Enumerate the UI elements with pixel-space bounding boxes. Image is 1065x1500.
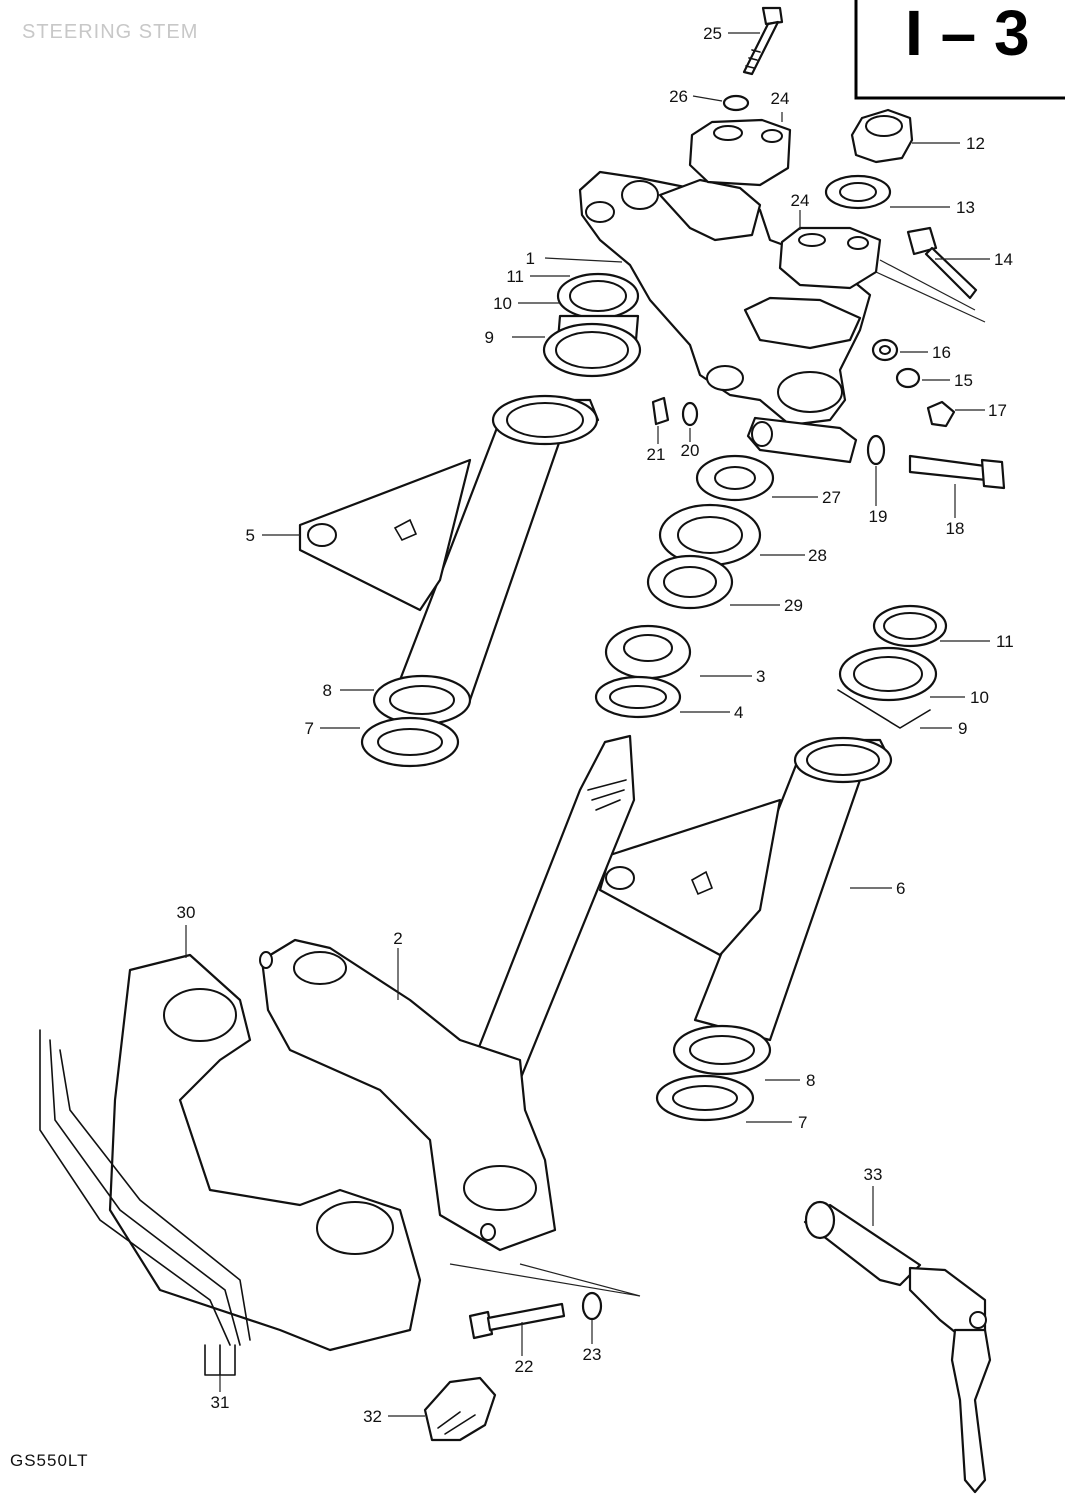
callout-24-upper: 24: [771, 89, 790, 108]
fork-seal-set-right: [837, 604, 948, 729]
fork-cover-right: [598, 736, 893, 1042]
callout-3: 3: [756, 667, 765, 686]
callout-12: 12: [966, 134, 985, 153]
holder-washer: [722, 94, 750, 112]
clamp-sleeve: [746, 416, 858, 464]
callout-22: 22: [515, 1357, 534, 1376]
callouts: 1 2 3 4 5 6 7 7 8 8 9 9 10 10 11 11 12 1…: [177, 24, 1014, 1426]
fork-cover-seal-right: [672, 1024, 772, 1076]
fork-cover-washer-left: [360, 716, 460, 768]
callout-4: 4: [734, 703, 743, 722]
upper-bracket-bolt: [875, 226, 986, 323]
callout-33: 33: [864, 1165, 883, 1184]
stem-washer: [824, 174, 892, 210]
callout-18: 18: [946, 519, 965, 538]
callout-26: 26: [669, 87, 688, 106]
callout-27: 27: [822, 488, 841, 507]
callout-11-right: 11: [996, 632, 1014, 651]
stem-bearing-nut: [695, 454, 775, 502]
washer-19: [866, 434, 886, 466]
callout-7-left: 7: [305, 719, 314, 738]
callout-15: 15: [954, 371, 973, 390]
callout-1: 1: [526, 249, 535, 268]
upper-bearing: [646, 554, 734, 610]
callout-31: 31: [211, 1393, 230, 1412]
handlebar-holder-upper: [688, 118, 792, 187]
emblem: [423, 1376, 497, 1442]
steering-lock: [803, 1200, 992, 1494]
callout-29: 29: [784, 596, 803, 615]
section-code-box: I – 3: [854, 0, 1065, 100]
cover-fins: [39, 1029, 251, 1376]
handlebar-holder-lower: [778, 226, 882, 290]
bolt-18: [908, 454, 1006, 490]
steering-stem: [259, 734, 636, 1252]
callout-19: 19: [869, 507, 888, 526]
callout-10-right: 10: [970, 688, 989, 707]
callout-16: 16: [932, 343, 951, 362]
washer-20: [681, 401, 699, 427]
callout-32: 32: [363, 1407, 382, 1426]
cap-17: [926, 400, 956, 428]
model-code: GS550LT: [10, 1451, 89, 1470]
callout-9-right: 9: [958, 719, 967, 738]
callout-20: 20: [681, 441, 700, 460]
callout-21: 21: [647, 445, 666, 464]
cover-bolt: [449, 1263, 641, 1340]
callout-14: 14: [994, 250, 1013, 269]
callout-8-left: 8: [323, 681, 332, 700]
callout-2: 2: [393, 929, 402, 948]
callout-30: 30: [177, 903, 196, 922]
section-code: I – 3: [905, 0, 1030, 69]
callout-9-left: 9: [485, 328, 494, 347]
fork-cover-washer-right: [655, 1074, 755, 1122]
callout-28: 28: [808, 546, 827, 565]
callout-8-right: 8: [806, 1071, 815, 1090]
stem-nut: [850, 108, 914, 164]
cover-washer: [581, 1291, 603, 1321]
nut-15: [895, 367, 921, 389]
callout-11-left: 11: [506, 267, 524, 286]
fork-cover-left: [298, 394, 600, 702]
nut-21: [651, 396, 670, 426]
callout-25: 25: [703, 24, 722, 43]
callout-5: 5: [246, 526, 255, 545]
washer-16: [871, 338, 899, 362]
fork-seal-set-left: [542, 272, 642, 378]
callout-17: 17: [988, 401, 1007, 420]
section-title: STEERING STEM: [22, 21, 198, 43]
upper-bracket: [578, 170, 872, 427]
callout-23: 23: [583, 1345, 602, 1364]
leader-lines: [185, 32, 990, 1417]
callout-7-right: 7: [798, 1113, 807, 1132]
upper-bearing-race: [658, 503, 762, 567]
holder-bolt: [742, 6, 784, 76]
callout-24-lower: 24: [791, 191, 810, 210]
under-bracket-cover: [108, 953, 422, 1352]
lower-bearing: [604, 624, 692, 680]
callout-10-left: 10: [493, 294, 512, 313]
lower-bearing-seal: [594, 675, 682, 719]
callout-13: 13: [956, 198, 975, 217]
fork-cover-seal-left: [372, 674, 472, 726]
callout-6: 6: [896, 879, 905, 898]
